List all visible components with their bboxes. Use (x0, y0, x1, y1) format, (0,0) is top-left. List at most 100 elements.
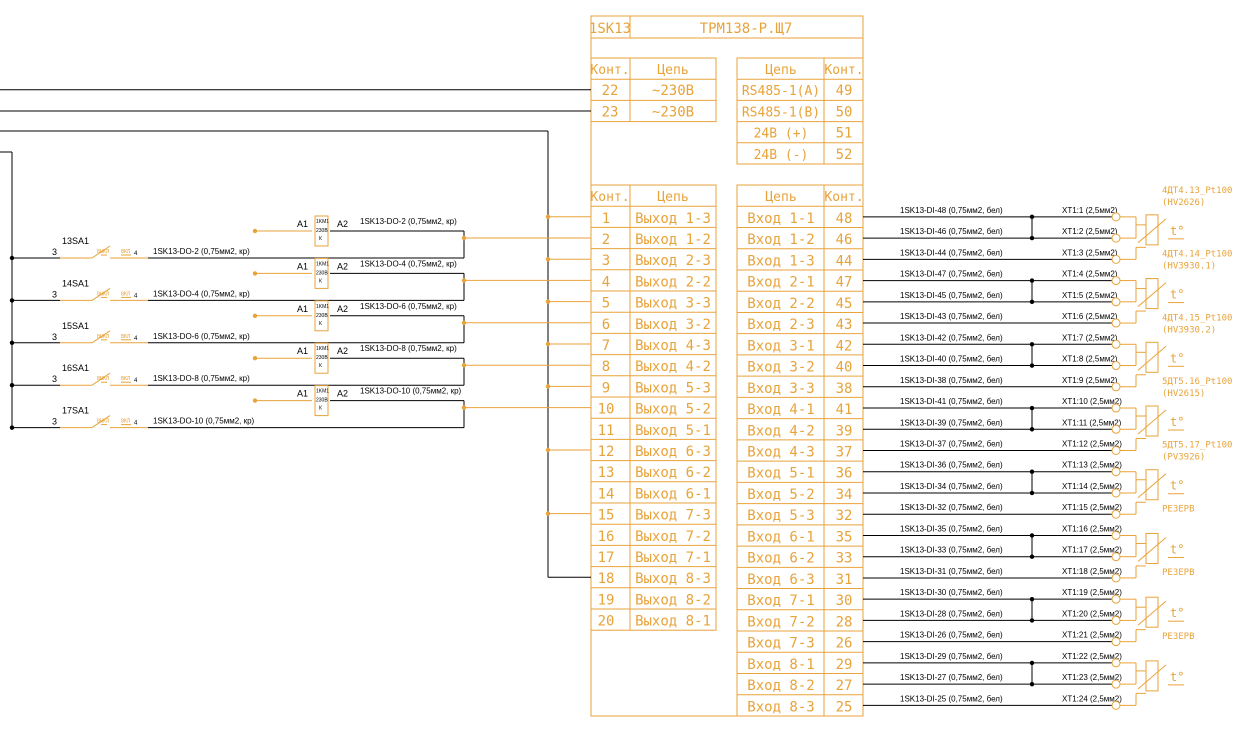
sensor-t-icon: t° (1170, 415, 1184, 429)
output-pin: 15 (598, 508, 615, 524)
coil-km-label: 1KM1 (316, 389, 329, 395)
input-label: Вход 3-1 (747, 338, 814, 354)
input-header-cep: Цепь (765, 190, 796, 205)
switch-pin4: 4 (134, 336, 138, 342)
junction-dot (461, 320, 467, 325)
input-label: Вход 6-3 (747, 572, 814, 588)
coil-voltage-label: 230В (316, 313, 328, 319)
input-wire-label: 1SK13-DI-45 (0,75мм2, бел) (900, 291, 1003, 300)
input-label: Вход 5-2 (747, 487, 814, 503)
junction-dot (9, 383, 15, 388)
terminal-circle (1111, 488, 1121, 498)
junction-dot (1029, 596, 1035, 602)
input-wire-label: 1SK13-DI-40 (0,75мм2, бел) (900, 355, 1003, 364)
input-pin: 30 (836, 593, 853, 609)
coil-a1-label: A1 (297, 389, 308, 399)
terminal-label: XT1:3 (2,5мм2) (1062, 248, 1118, 257)
input-label: Вход 2-1 (747, 275, 814, 291)
junction-dot (1029, 299, 1035, 305)
coil-a2-label: A2 (337, 261, 348, 271)
coil-a2-label: A2 (337, 304, 348, 314)
input-pin: 35 (836, 529, 853, 545)
sensor-slash (1137, 345, 1167, 371)
input-wire-label: 1SK13-DI-46 (0,75мм2, бел) (900, 227, 1003, 236)
output-pin: 12 (598, 444, 615, 460)
junction-dot (545, 214, 551, 219)
output-pin: 19 (598, 592, 615, 608)
input-wire-label: 1SK13-DI-39 (0,75мм2, бел) (900, 418, 1003, 427)
output-label: Выход 8-3 (635, 571, 711, 587)
coil-a1-label: A1 (297, 346, 308, 356)
coil-k-label: К (319, 321, 322, 327)
input-wire-label: 1SK13-DI-33 (0,75мм2, бел) (900, 546, 1003, 555)
coil-km-label: 1KM1 (316, 304, 329, 310)
switch-wire-label: 1SK13-DO-8 (0,75мм2, кр) (153, 374, 250, 383)
input-pin: 45 (836, 296, 853, 312)
switch-wire-label: 1SK13-DO-2 (0,75мм2, кр) (153, 247, 250, 256)
sensor-name: 4ДТ4.13_Pt100 (1162, 186, 1232, 196)
input-wire-label: 1SK13-DI-36 (0,75мм2, бел) (900, 461, 1003, 470)
input-wire-label: 1SK13-DI-43 (0,75мм2, бел) (900, 312, 1003, 321)
terminal-label: XT1:7 (2,5мм2) (1062, 333, 1118, 342)
junction-dot (461, 405, 467, 410)
junction-dot (545, 384, 551, 389)
terminal-circle (1111, 552, 1121, 562)
output-pin: 10 (598, 402, 615, 418)
switch-vykl: ВЫКЛ (97, 419, 109, 425)
comm-pin: 52 (836, 147, 853, 163)
junction-dot (1029, 342, 1035, 347)
comm-table (736, 57, 864, 165)
terminal-circle (1111, 233, 1121, 243)
coil-wire-label: 1SK13-DO-4 (0,75мм2, кр) (360, 259, 457, 268)
output-pin: 8 (602, 359, 610, 375)
terminal-label: XT1:10 (2,5мм2) (1062, 397, 1122, 406)
output-pin: 6 (602, 317, 610, 333)
terminal-label: XT1:15 (2,5мм2) (1062, 503, 1122, 512)
input-label: Вход 7-1 (747, 593, 814, 609)
coil-wire-label: 1SK13-DO-6 (0,75мм2, кр) (360, 302, 457, 311)
comm-label: RS485-1(B) (742, 105, 820, 120)
junction-dot (1029, 660, 1035, 666)
junction-dot (9, 255, 15, 261)
sensor-t-icon: t° (1170, 670, 1184, 684)
junction-dot (9, 340, 15, 345)
terminal-circle (1111, 615, 1121, 625)
relay-coil (314, 385, 329, 417)
sensor-name: 5ДТ5.17_Pt100 (1162, 441, 1232, 451)
junction-dot (461, 278, 467, 283)
input-pin: 28 (836, 614, 853, 630)
terminal-label: XT1:5 (2,5мм2) (1062, 291, 1118, 300)
terminal-circle (1111, 700, 1121, 710)
input-wire-label: 1SK13-DI-32 (0,75мм2, бел) (900, 503, 1003, 512)
input-label: Вход 1-3 (747, 253, 814, 269)
input-label: Вход 2-3 (747, 317, 814, 333)
sensor-t-icon: t° (1170, 479, 1184, 493)
device-id: 1SK13 (589, 21, 631, 37)
switch-blade (91, 245, 111, 259)
sensor-sub: (HV2615) (1162, 389, 1205, 399)
input-pin: 44 (836, 253, 853, 269)
power-header-cep: Цепь (657, 63, 688, 78)
sensor-sub: (HV3930.1) (1162, 262, 1216, 272)
sensor-slash (1137, 537, 1167, 562)
junction-dot (545, 341, 551, 347)
switch-pin4: 4 (134, 421, 138, 427)
sensor-resistor (1145, 405, 1159, 437)
terminal-label: XT1:4 (2,5мм2) (1062, 270, 1118, 279)
input-wire-label: 1SK13-DI-31 (0,75мм2, бел) (900, 567, 1003, 576)
input-pin: 25 (836, 699, 853, 715)
junction-dot (1029, 490, 1035, 496)
terminal-circle (1111, 530, 1121, 540)
junction-dot (9, 298, 15, 303)
output-pin: 3 (602, 253, 610, 269)
input-pin: 40 (836, 360, 853, 376)
input-pin: 42 (836, 338, 853, 354)
input-wire-label: 1SK13-DI-47 (0,75мм2, бел) (900, 270, 1003, 279)
coil-a1-label: A1 (297, 261, 308, 271)
junction-dot (1029, 533, 1035, 538)
coil-wire-label: 1SK13-DO-2 (0,75мм2, кр) (360, 217, 457, 226)
terminal-circle (1111, 403, 1121, 413)
comm-pin: 49 (836, 83, 853, 99)
power-label: ~230В (652, 83, 694, 99)
terminal-circle (1111, 446, 1121, 455)
